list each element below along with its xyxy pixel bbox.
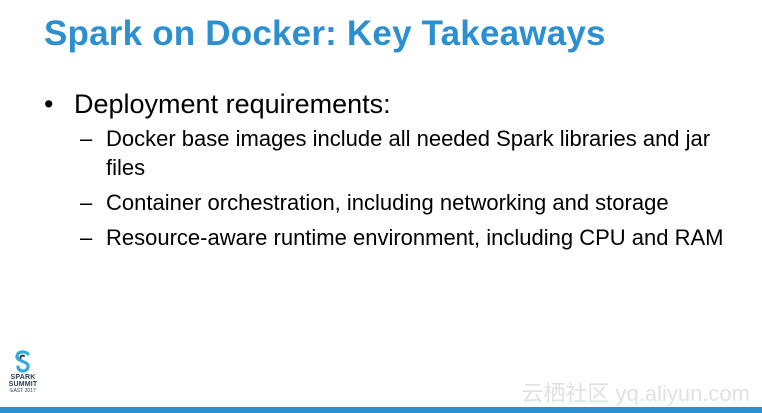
logo-line-3: EAST 2017	[10, 388, 36, 394]
sub-bullet-item: – Container orchestration, including net…	[44, 188, 734, 217]
bottom-accent-bar	[0, 407, 762, 413]
sub-bullet-item: – Docker base images include all needed …	[44, 124, 734, 182]
slide-title: Spark on Docker: Key Takeaways	[44, 14, 606, 53]
sub-bullet-item: – Resource-aware runtime environment, in…	[44, 223, 734, 252]
logo-line-2: SUMMIT	[8, 381, 38, 388]
sub-bullet-text: Resource-aware runtime environment, incl…	[106, 225, 724, 250]
logo-line-1: SPARK	[10, 374, 36, 381]
bullet-item: • Deployment requirements:	[44, 88, 734, 120]
sub-bullet-text: Docker base images include all needed Sp…	[106, 126, 711, 180]
spark-s-icon	[15, 350, 30, 373]
sub-bullet-text: Container orchestration, including netwo…	[106, 190, 669, 215]
spark-summit-logo: SPARK SUMMIT EAST 2017	[5, 350, 41, 394]
bullet-list: • Deployment requirements: – Docker base…	[44, 88, 734, 258]
bullet-text: Deployment requirements:	[74, 89, 391, 119]
bullet-dot-icon: •	[44, 89, 54, 119]
dash-icon: –	[80, 126, 93, 151]
watermark: 云栖社区 yq.aliyun.com	[521, 381, 750, 406]
dash-icon: –	[80, 190, 93, 215]
dash-icon: –	[80, 225, 93, 250]
